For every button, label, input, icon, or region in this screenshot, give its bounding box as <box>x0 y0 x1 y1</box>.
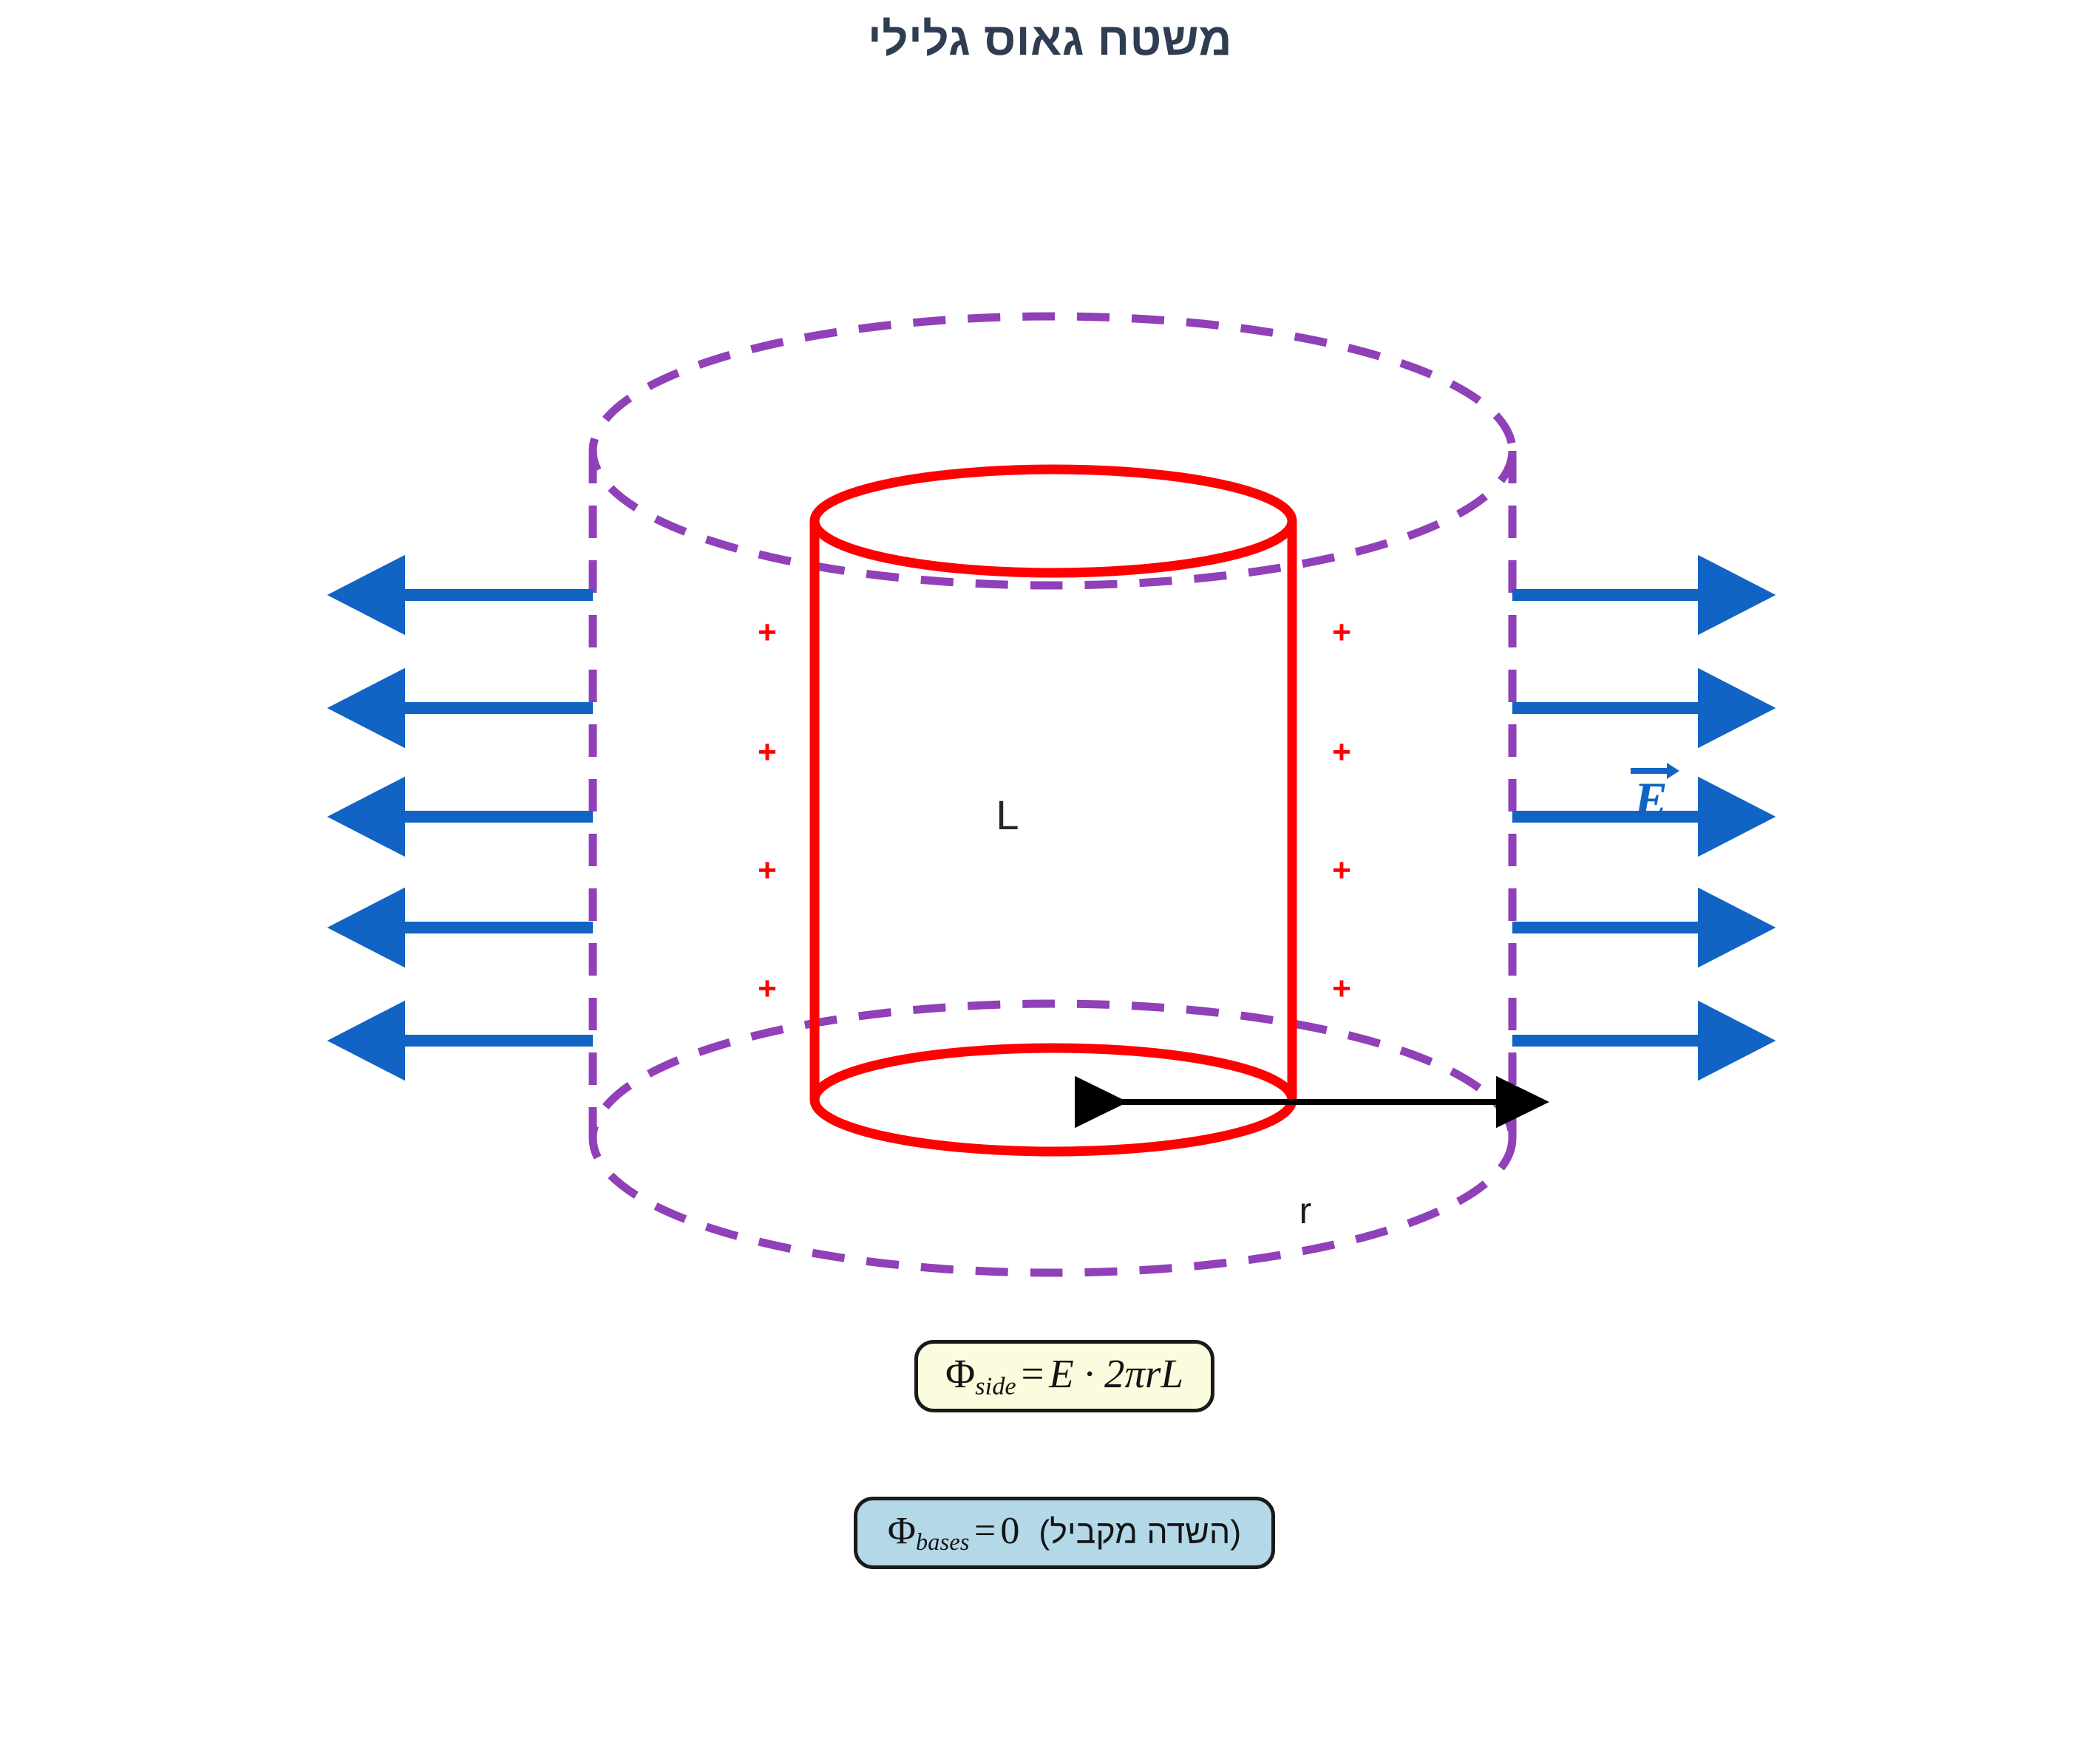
equals-side: = <box>1021 1350 1044 1396</box>
phi-symbol-bases: Φ <box>887 1509 916 1552</box>
charged-cylinder <box>809 464 1297 1157</box>
formula-bases-flux: Φbases=0 (השדה מקביל) <box>854 1497 1275 1569</box>
charge-plus-right-2: + <box>1332 734 1351 770</box>
gaussian-surface-top-ellipse <box>588 312 1517 590</box>
field-arrows-left <box>327 554 593 1081</box>
formula-bases-note: (השדה מקביל) <box>1039 1514 1242 1551</box>
charge-plus-right-3: + <box>1332 852 1351 888</box>
gaussian-surface-side-lines <box>588 451 1517 1138</box>
field-vector-label: E <box>1631 763 1679 828</box>
page-title: משטח גאוס גלילי <box>867 14 1233 65</box>
charge-plus-right-4: + <box>1332 970 1351 1007</box>
phi-subscript-side: side <box>975 1372 1016 1401</box>
charge-marks: + + + + + + + + <box>758 614 1351 1007</box>
phi-subscript-bases: bases <box>915 1528 970 1555</box>
field-arrows-right <box>1512 554 1776 1081</box>
charge-plus-left-1: + <box>758 614 777 650</box>
phi-symbol-side: Φ <box>945 1350 976 1396</box>
formula-side-expression: Φside=E · 2πrL <box>945 1353 1183 1400</box>
vector-over-arrow-icon <box>1631 763 1679 779</box>
length-label: L <box>996 792 1019 838</box>
charge-plus-right-1: + <box>1332 614 1351 650</box>
charge-plus-left-2: + <box>758 734 777 770</box>
radius-label: r <box>1299 1190 1312 1231</box>
formula-side-rhs: E · 2πrL <box>1049 1350 1184 1396</box>
formula-bases-rhs: 0 <box>1000 1509 1020 1552</box>
formula-side-flux: Φside=E · 2πrL <box>914 1340 1214 1412</box>
field-vector-letter: E <box>1633 772 1667 828</box>
equals-bases: = <box>973 1509 996 1552</box>
charge-plus-left-4: + <box>758 970 777 1007</box>
charged-cylinder-top-ellipse <box>809 464 1297 578</box>
charge-plus-left-3: + <box>758 852 777 888</box>
gaussian-surface-bottom-ellipse <box>588 999 1517 1277</box>
formula-bases-expression: Φbases=0 (השדה מקביל) <box>887 1509 1242 1555</box>
